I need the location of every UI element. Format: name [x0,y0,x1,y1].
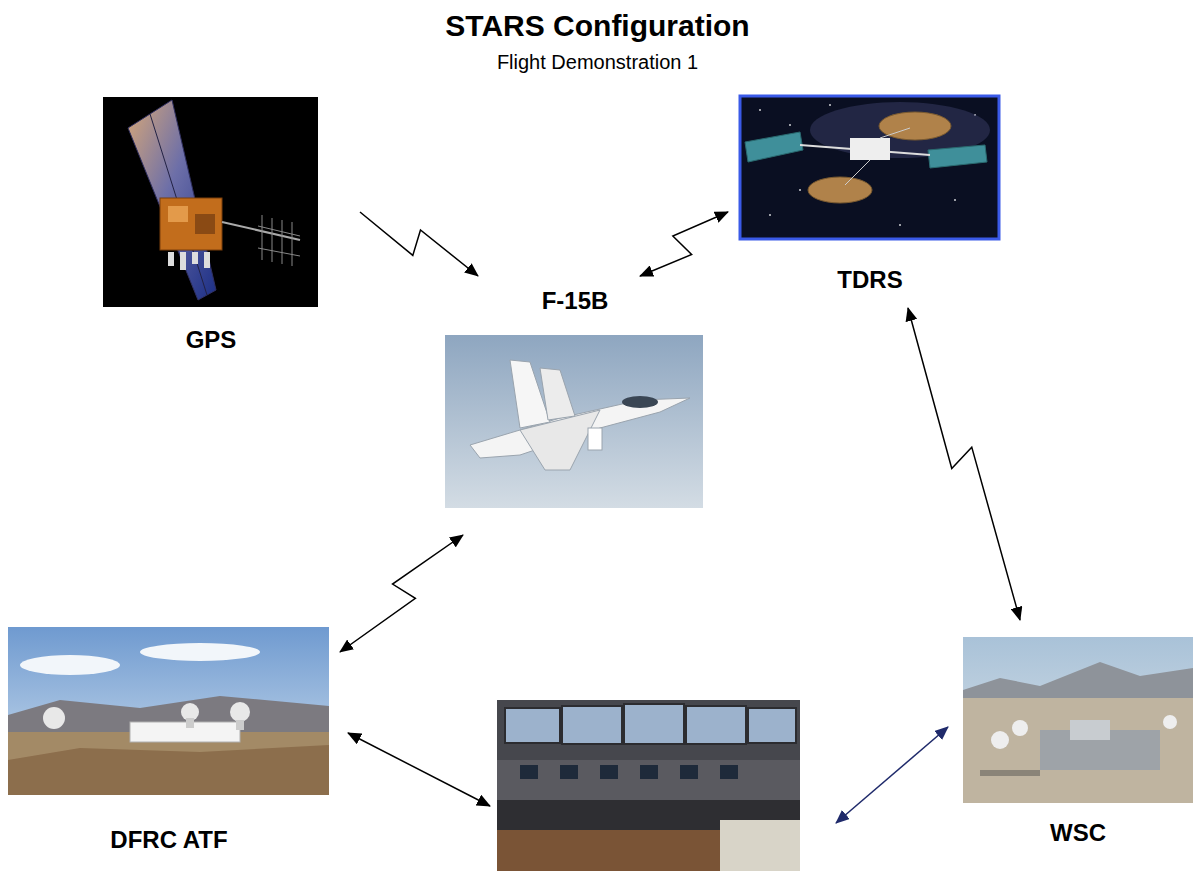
radio-link-arrow [908,308,1020,620]
node-label: TDRS [734,265,1006,294]
control-room-photo [497,700,800,871]
ground-link-arrow [836,727,948,823]
subtitle-label: Flight Demonstration 1 [0,50,1195,74]
radio-link-arrow [340,535,463,652]
tdrs-satellite-photo [740,96,999,239]
photo-node: DFRC ATF [2,625,336,861]
diagram-title: STARS Configuration [0,8,1195,44]
photo-node: WSC [958,635,1195,863]
photo-node: F-15B [441,281,709,511]
f15b-aircraft-photo [445,335,703,508]
atf-ground-station-photo [8,627,329,795]
ground-link-arrow [348,733,490,806]
wsc-ground-terminal-photo [963,637,1193,803]
photo-node: TDRS [734,93,1006,298]
node-label: F-15B [441,286,709,315]
photo-node [497,700,800,871]
radio-link-arrow [640,212,728,276]
node-label: GPS [96,325,326,354]
node-label: WSC [958,818,1195,847]
node-label: DFRC ATF [2,825,336,854]
gps-satellite-photo [103,97,318,307]
radio-link-arrow [360,212,478,276]
photo-node: GPS [96,95,326,360]
